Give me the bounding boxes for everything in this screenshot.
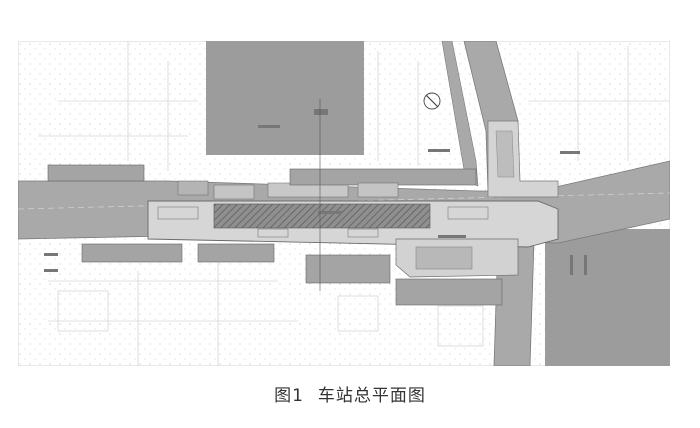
building-south-row-2 <box>197 243 275 263</box>
exit-south-stairs <box>415 246 473 270</box>
station-platform-hatched <box>213 203 431 229</box>
building-north-row-6 <box>357 182 399 198</box>
annotation-marks <box>44 109 587 275</box>
building-south-row-4 <box>395 278 503 306</box>
entrance-north-stairs <box>495 130 515 178</box>
building-south-row-3 <box>305 254 391 284</box>
road-centerline <box>18 192 670 210</box>
station-site-plan <box>18 41 670 366</box>
building-north-row-3 <box>213 184 255 200</box>
building-north-row-5 <box>289 168 477 186</box>
building-north-row-1 <box>47 164 145 182</box>
north-arrow-icon <box>423 92 441 110</box>
building-south-row-1 <box>81 243 183 263</box>
building-block-southeast <box>545 229 670 366</box>
figure-number: 图1 <box>274 386 304 406</box>
survey-lines <box>38 41 670 366</box>
auxiliary-structures <box>157 206 489 238</box>
building-north-row-2 <box>177 180 209 196</box>
building-block-north <box>206 41 364 155</box>
figure-caption: 图1 车站总平面图 <box>0 381 700 406</box>
road-northwest-spur <box>441 41 479 187</box>
figure-title: 车站总平面图 <box>317 386 426 406</box>
